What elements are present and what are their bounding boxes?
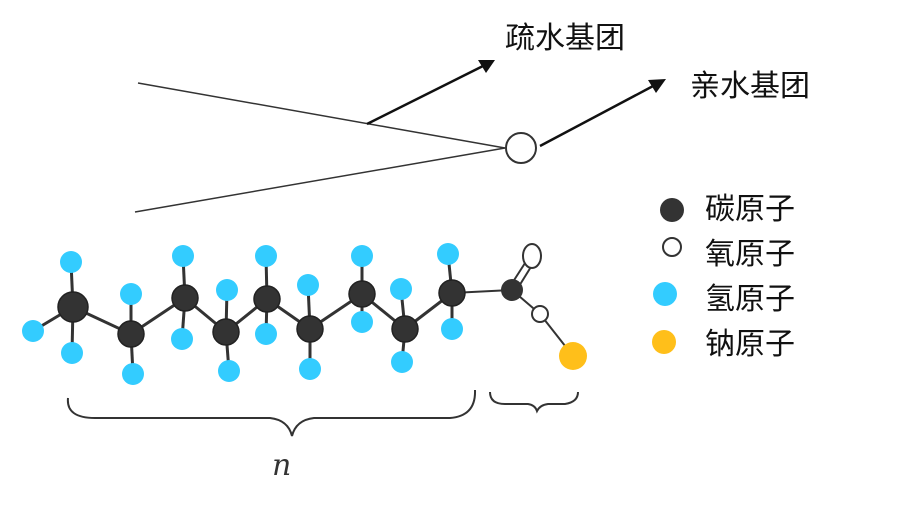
- hydrogen-atom: [171, 328, 193, 350]
- carbon-atom: [391, 315, 419, 343]
- hydrogen-atom: [255, 245, 277, 267]
- legend-marker-icon: [662, 237, 682, 257]
- hydrogen-atom: [218, 360, 240, 382]
- arrow-hydrophobic: [366, 63, 486, 126]
- carbon-atom: [117, 320, 145, 348]
- hydrogen-atom: [297, 274, 319, 296]
- brace-head: [489, 391, 579, 414]
- hydrogen-atom: [351, 311, 373, 333]
- legend-marker-icon: [660, 198, 684, 222]
- hydrogen-atom: [22, 320, 44, 342]
- hydrophobic-label: 疏水基团: [505, 21, 625, 56]
- hydrogen-atom: [391, 351, 413, 373]
- arrows: [366, 60, 666, 148]
- hydrogen-atom: [60, 251, 82, 273]
- arrow-hydrophilic: [539, 83, 656, 148]
- hydrogen-atom: [390, 278, 412, 300]
- brace-chain: [66, 389, 477, 437]
- hydrogen-atom: [255, 323, 277, 345]
- carbon-atom: [212, 318, 240, 346]
- carbon-atom: [348, 280, 376, 308]
- sodium-atom: [559, 342, 587, 370]
- tail-line-bottom: [134, 147, 506, 213]
- hydrogen-atom: [216, 279, 238, 301]
- legend-marker-icon: [653, 282, 677, 306]
- arrowhead-icon: [478, 60, 495, 73]
- carbon-atom: [253, 285, 281, 313]
- carbon-atom: [501, 279, 523, 301]
- legend-markers: [652, 198, 684, 354]
- braces: [66, 389, 579, 437]
- tadpole-model: [134, 82, 537, 213]
- hydrogen-atom: [299, 358, 321, 380]
- hydrophilic-label: 亲水基团: [690, 69, 810, 104]
- arrowhead-icon: [648, 79, 666, 93]
- legend-marker-icon: [652, 330, 676, 354]
- carbon-atom: [171, 284, 199, 312]
- carbon-atom: [57, 291, 89, 323]
- hydrogen-atom: [120, 283, 142, 305]
- hydrogen-atom: [122, 363, 144, 385]
- hydrogen-atom: [437, 243, 459, 265]
- legend-hydrogen: 氢原子: [705, 282, 795, 317]
- carbon-atom: [438, 279, 466, 307]
- oxygen-atom: [531, 305, 549, 323]
- hydrogen-atom: [61, 342, 83, 364]
- hydrophilic-head: [505, 132, 537, 164]
- hydrogen-atom: [172, 245, 194, 267]
- repeat-count-label: n: [272, 448, 292, 483]
- legend-carbon: 碳原子: [705, 192, 795, 227]
- legend-sodium: 钠原子: [705, 327, 795, 362]
- carbon-atom: [296, 315, 324, 343]
- oxygen-atom: [522, 243, 542, 269]
- tail-line-top: [137, 82, 506, 149]
- legend-oxygen: 氧原子: [705, 237, 795, 272]
- sodium-salt-molecule: [22, 243, 587, 385]
- hydrogen-atom: [351, 245, 373, 267]
- hydrogen-atom: [441, 318, 463, 340]
